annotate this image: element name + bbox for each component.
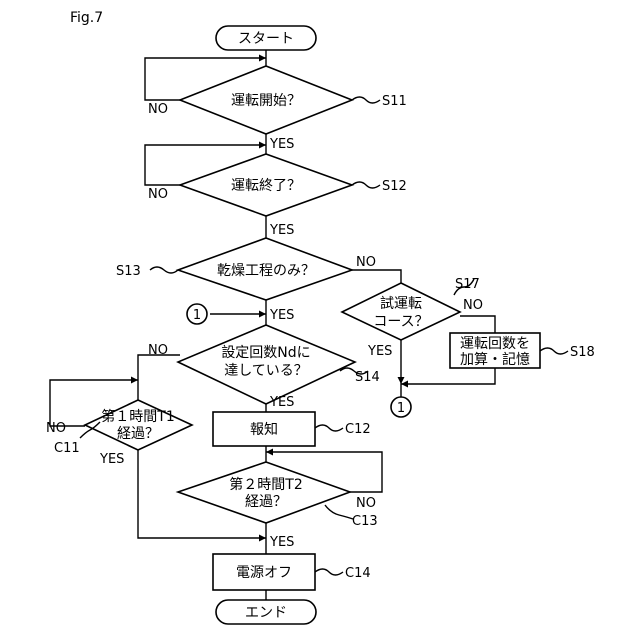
s17-label-line2: コース？: [373, 314, 428, 330]
s14-yes: YES: [269, 395, 294, 410]
s17-yes: YES: [367, 344, 392, 359]
s11-label: 運転開始？: [231, 93, 301, 109]
c13-no: NO: [356, 496, 376, 511]
decision-s12: 運転終了？: [180, 154, 352, 216]
decision-s17: 試運転 コース？: [342, 283, 460, 340]
s17-label-line1: 試運転: [380, 296, 422, 312]
process-c12: 報知: [213, 412, 315, 446]
ref-c13: C13: [352, 514, 378, 529]
ref-s18: S18: [570, 345, 595, 360]
decision-c11: 第１時間T1 経過？: [85, 400, 192, 450]
connector-in: 1: [187, 304, 207, 324]
decision-s11: 運転開始？: [180, 66, 352, 134]
ref-c14: C14: [345, 566, 371, 581]
s11-no: NO: [148, 102, 168, 117]
decision-s13: 乾燥工程のみ？: [178, 238, 352, 300]
s11-yes: YES: [269, 137, 294, 152]
connector-in-label: 1: [193, 308, 201, 323]
decision-s14: 設定回数Ndに 達している？: [178, 325, 355, 404]
ref-s11: S11: [382, 94, 407, 109]
c11-label-line1: 第１時間T1: [101, 408, 174, 425]
c13-label-line1: 第２時間T2: [229, 476, 302, 493]
ref-s14: S14: [355, 370, 380, 385]
s12-no: NO: [148, 187, 168, 202]
ref-s17: S17: [455, 277, 480, 292]
connector-out-label: 1: [397, 401, 405, 416]
ref-s13: S13: [116, 264, 141, 279]
c13-yes: YES: [269, 535, 294, 550]
start-terminal: スタート: [216, 26, 316, 50]
c11-label-line2: 経過？: [117, 426, 159, 442]
process-s18: 運転回数を 加算・記憶: [450, 333, 540, 368]
figure-label: Fig.7: [70, 10, 103, 26]
s12-label: 運転終了？: [231, 178, 301, 194]
end-label: エンド: [245, 605, 287, 621]
start-label: スタート: [238, 31, 294, 47]
s12-yes: YES: [269, 223, 294, 238]
s13-label: 乾燥工程のみ？: [217, 263, 315, 279]
c11-yes: YES: [99, 452, 124, 467]
c13-label-line2: 経過？: [245, 494, 287, 510]
s13-yes: YES: [269, 308, 294, 323]
end-terminal: エンド: [216, 600, 316, 624]
s13-no: NO: [356, 255, 376, 270]
s14-no: NO: [148, 343, 168, 358]
ref-s12: S12: [382, 179, 407, 194]
ref-c12: C12: [345, 422, 371, 437]
connector-out: 1: [391, 397, 411, 417]
s14-label-line2: 達している？: [224, 363, 308, 379]
s14-label-line1: 設定回数Ndに: [221, 345, 310, 361]
c12-label: 報知: [250, 421, 278, 438]
ref-c11: C11: [54, 441, 80, 456]
c11-no: NO: [46, 421, 66, 436]
s18-label-line1: 運転回数を: [460, 336, 530, 352]
c14-label: 電源オフ: [236, 565, 292, 581]
s18-label-line2: 加算・記憶: [460, 351, 530, 368]
process-c14: 電源オフ: [213, 554, 315, 590]
s17-no: NO: [463, 298, 483, 313]
decision-c13: 第２時間T2 経過？: [178, 462, 350, 523]
